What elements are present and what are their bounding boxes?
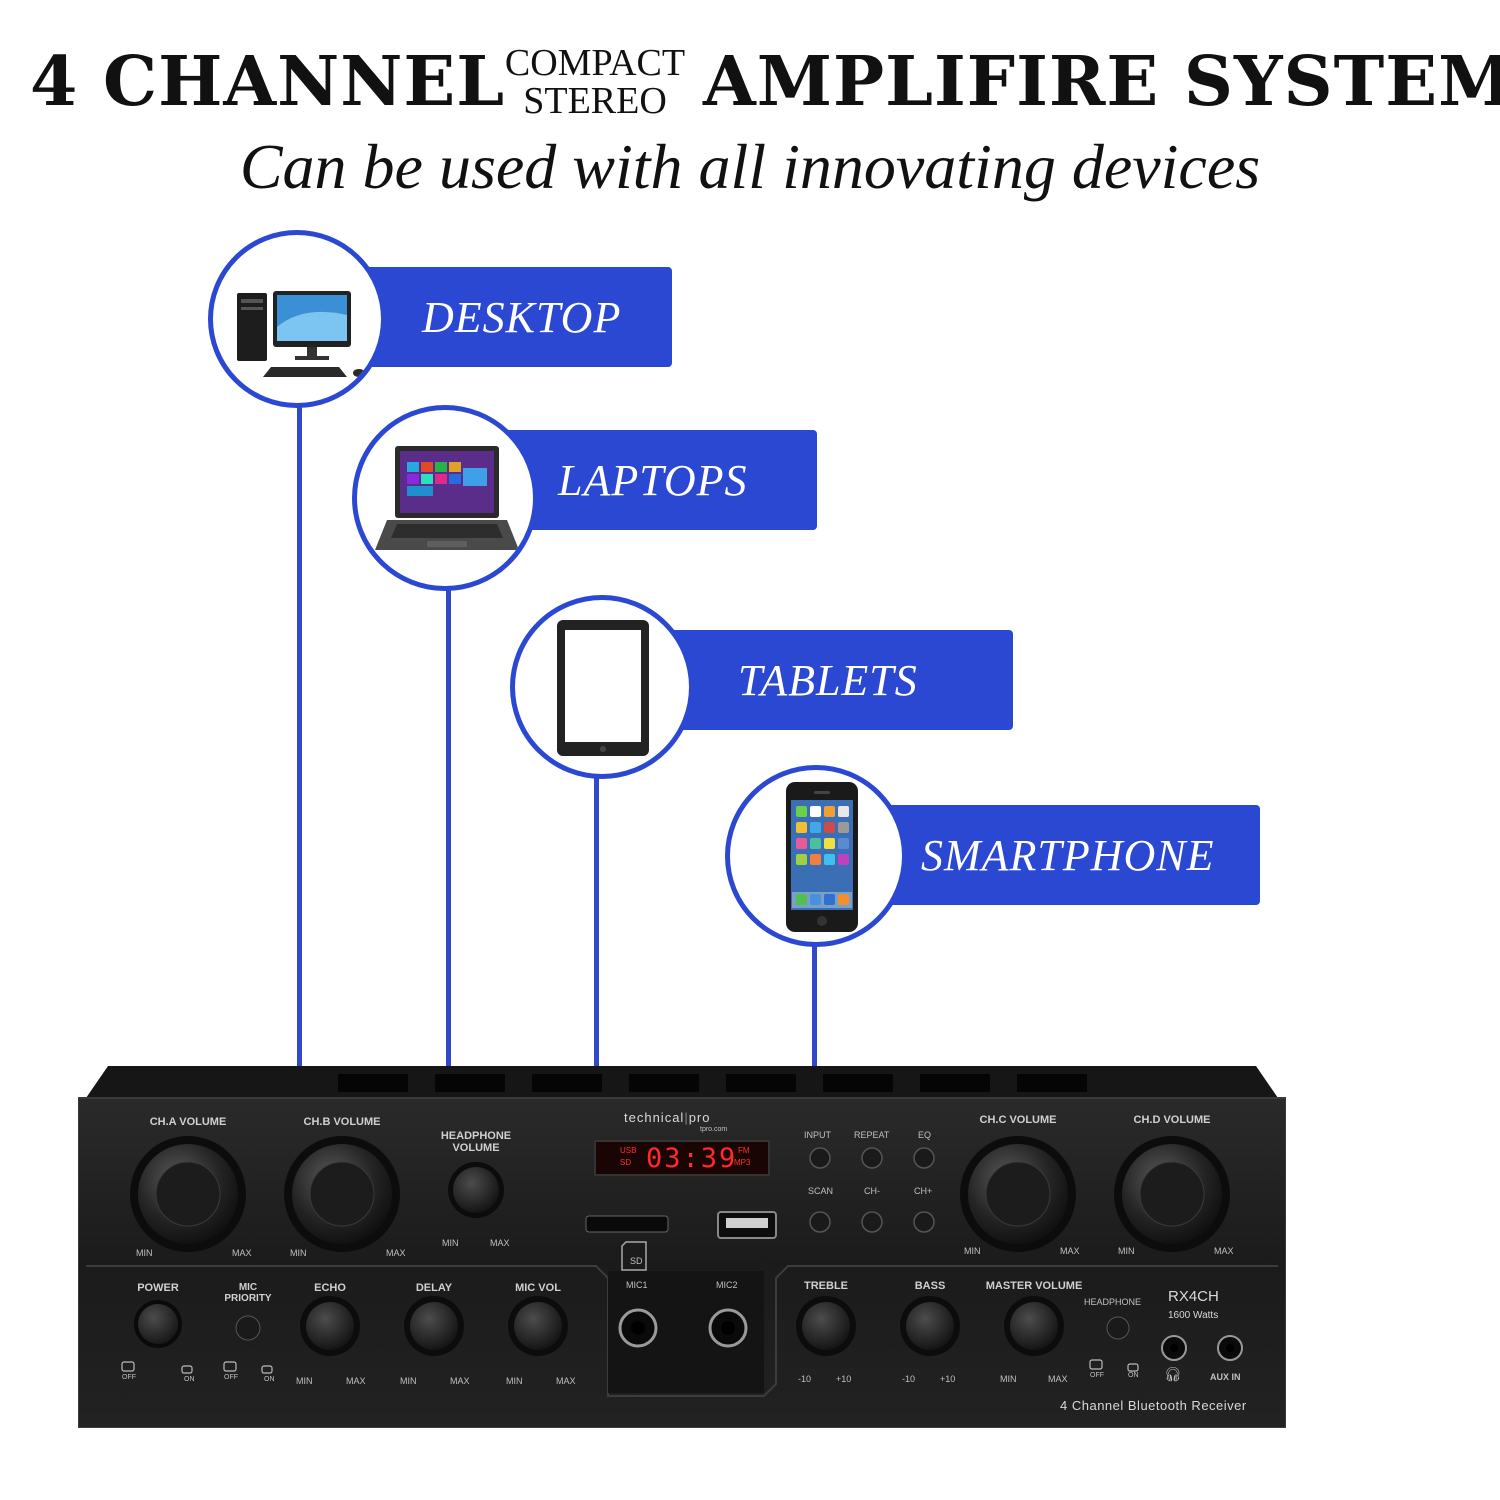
scale-on: ON	[1128, 1372, 1139, 1379]
label-repeat: REPEAT	[854, 1130, 890, 1140]
scale-plus-10: +10	[836, 1374, 852, 1384]
label-mic2: MIC2	[716, 1280, 738, 1290]
subtitle: Can be used with all innovating devices	[239, 131, 1261, 202]
scale-min: MIN	[1000, 1374, 1017, 1384]
device-label-desktop: DESKTOP	[360, 267, 672, 367]
scale-min: MIN	[296, 1376, 313, 1386]
title-small-line2: STEREO	[523, 80, 667, 122]
display-source-fm: FM	[738, 1146, 750, 1155]
label-scan: SCAN	[808, 1186, 834, 1196]
scale-max: MAX	[450, 1376, 470, 1386]
device-label-smartphone: SMARTPHONE	[875, 805, 1260, 905]
label-treble: TREBLE	[804, 1280, 848, 1292]
label-echo: ECHO	[314, 1282, 346, 1294]
connector-line-desktop	[297, 400, 302, 1068]
model-watts: 1600 Watts	[1168, 1310, 1219, 1321]
scale-min: MIN	[506, 1376, 523, 1386]
label-input: INPUT	[804, 1130, 831, 1140]
scale-off: OFF	[224, 1374, 238, 1381]
scale-min: MIN	[1118, 1246, 1135, 1256]
display-source-usb: USB	[620, 1146, 637, 1155]
connector-line-smartphone	[812, 935, 817, 1068]
desktop-computer-icon	[237, 291, 365, 377]
scale-max: MAX	[1048, 1374, 1068, 1384]
device-label-tablets: TABLETS	[660, 630, 1013, 730]
device-label-laptops: LAPTOPS	[500, 430, 817, 530]
scale-min: MIN	[290, 1248, 307, 1258]
device-label-text: SMARTPHONE	[921, 830, 1215, 880]
scale-plus-10: +10	[940, 1374, 956, 1384]
scale-min: MIN	[400, 1376, 417, 1386]
brand-logo: technical|pro	[624, 1110, 711, 1125]
scale-min: MIN	[136, 1248, 153, 1258]
brand-url: tpro.com	[700, 1126, 728, 1133]
device-circle-laptops	[352, 405, 538, 591]
device-circle-desktop	[208, 230, 386, 408]
title-small-line1: COMPACT	[504, 42, 686, 84]
label-mic1: MIC1	[626, 1280, 648, 1290]
label-headphone-volume-1: HEADPHONE	[440, 1130, 512, 1142]
label-headphone-volume-2: VOLUME	[452, 1142, 500, 1154]
label-ch-c-volume: CH.C VOLUME	[979, 1114, 1057, 1126]
scale-max: MAX	[1214, 1246, 1234, 1256]
scale-min: MIN	[964, 1246, 981, 1256]
scale-off: OFF	[122, 1374, 136, 1381]
label-ch-minus: CH-	[864, 1186, 880, 1196]
laptop-icon	[375, 446, 519, 550]
brand-name-pro: pro	[688, 1110, 711, 1125]
amplifier: technical|pro tpro.com USB SD 03:39 FM M…	[78, 1066, 1286, 1428]
display-source-sd: SD	[620, 1158, 632, 1167]
label-mic-vol: MIC VOL	[515, 1282, 561, 1294]
display-source-mp3: MP3	[734, 1158, 751, 1167]
title-small: COMPACT STEREO	[490, 44, 700, 120]
label-power: POWER	[137, 1282, 179, 1294]
scale-max: MAX	[490, 1238, 510, 1248]
label-eq: EQ	[918, 1130, 932, 1140]
model-caption: 4 Channel Bluetooth Receiver	[1060, 1398, 1247, 1413]
led-display	[594, 1140, 770, 1176]
label-sd: SD	[630, 1256, 643, 1266]
label-mic-priority-2: PRIORITY	[224, 1293, 272, 1304]
headphone-jack-icon: 🎧︎	[1164, 1366, 1182, 1382]
connector-line-tablets	[594, 742, 599, 1068]
device-circle-smartphone	[725, 765, 907, 947]
scale-max: MAX	[386, 1248, 406, 1258]
label-ch-a-volume: CH.A VOLUME	[149, 1116, 227, 1128]
scale-max: MAX	[1060, 1246, 1080, 1256]
connector-line-laptops	[446, 570, 451, 1068]
scale-minus-10: -10	[902, 1374, 916, 1384]
label-headphone: HEADPHONE	[1084, 1297, 1142, 1307]
headline: 4 CHANNEL COMPACT STEREO AMPLIFIRE SYSTE…	[0, 34, 1500, 134]
scale-max: MAX	[232, 1248, 252, 1258]
device-label-text: DESKTOP	[422, 292, 622, 342]
display-time: 03:39	[646, 1143, 738, 1174]
scale-min: MIN	[442, 1238, 459, 1248]
label-ch-d-volume: CH.D VOLUME	[1133, 1114, 1211, 1126]
scale-minus-10: -10	[798, 1374, 812, 1384]
label-bass: BASS	[914, 1280, 946, 1292]
label-mic-priority-1: MIC	[238, 1282, 258, 1293]
device-circle-tablets	[510, 595, 694, 779]
device-label-text: LAPTOPS	[558, 455, 748, 505]
scale-max: MAX	[346, 1376, 366, 1386]
label-aux-in: AUX IN	[1210, 1372, 1241, 1382]
title-right: AMPLIFIRE SYSTEM	[703, 42, 1500, 122]
label-ch-plus: CH+	[914, 1186, 933, 1196]
tablet-icon	[557, 620, 649, 756]
smartphone-icon	[786, 782, 858, 932]
label-ch-b-volume: CH.B VOLUME	[303, 1116, 381, 1128]
scale-max: MAX	[556, 1376, 576, 1386]
title-left: 4 CHANNEL	[30, 42, 506, 122]
scale-off: OFF	[1090, 1372, 1104, 1379]
label-delay: DELAY	[415, 1282, 453, 1294]
model-name: RX4CH	[1168, 1288, 1219, 1305]
scale-on: ON	[264, 1376, 275, 1383]
scale-on: ON	[184, 1376, 195, 1383]
label-master-volume: MASTER VOLUME	[985, 1280, 1083, 1292]
device-label-text: TABLETS	[738, 655, 918, 705]
brand-name: technical	[624, 1110, 685, 1125]
